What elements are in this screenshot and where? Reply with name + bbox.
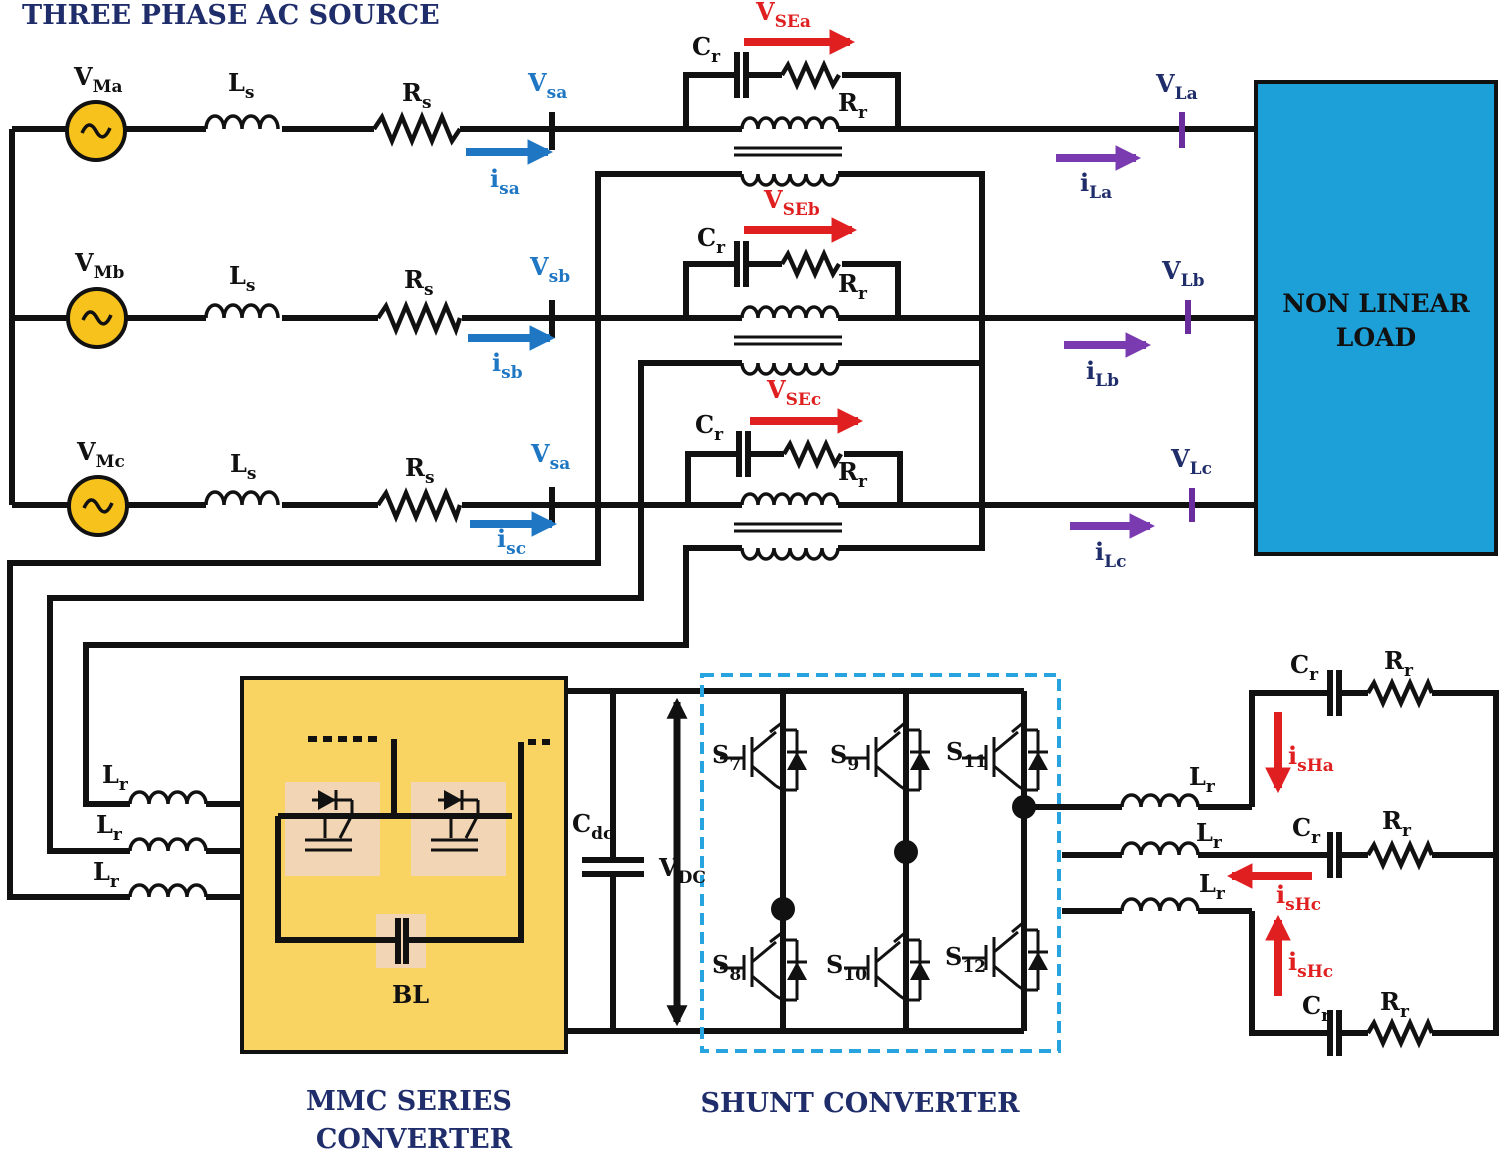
label-lr-mmc-3: Lr [93, 857, 120, 892]
label-s8: S8 [712, 950, 741, 985]
label-isc: isc [497, 524, 526, 559]
submodule-1 [285, 782, 380, 876]
label-rr-filter-mid: Rr [1382, 806, 1412, 841]
mmc-caption-line1: MMC SERIES [306, 1086, 512, 1117]
label-vsb: Vsb [529, 252, 570, 287]
label-ilb: iLb [1086, 356, 1119, 391]
label-rr-filter-top: Rr [1384, 646, 1414, 681]
label-cr-a: Cr [692, 32, 721, 67]
ac-source-a [65, 100, 127, 162]
dc-link [566, 688, 1024, 1034]
load-label-line2: LOAD [1336, 323, 1416, 352]
mmc-input-inductors [120, 790, 242, 900]
label-cr-filter-top: Cr [1290, 650, 1319, 685]
label-vmc: VMc [76, 437, 125, 472]
label-vdc: VDC [658, 853, 706, 888]
mmc-series-converter-block: BL [240, 676, 568, 1054]
label-s11: S11 [946, 737, 987, 772]
label-isb: isb [492, 348, 523, 383]
mmc-igbt-1 [305, 790, 354, 852]
shunt-bridge-legs [771, 691, 1036, 1031]
series-branch-c [685, 431, 903, 505]
label-cr-c: Cr [695, 410, 724, 445]
nonlinear-load-block: NON LINEAR LOAD [1254, 80, 1498, 556]
label-rr-c: Rr [838, 457, 868, 492]
label-vla: VLa [1155, 69, 1198, 104]
label-ila: iLa [1080, 168, 1112, 203]
switch-s10 [844, 930, 930, 1002]
series-transformer-c [734, 492, 842, 561]
source-wiring [9, 126, 1256, 508]
label-lr-mmc-1: Lr [102, 760, 129, 795]
series-transformer-b [734, 305, 842, 376]
inductor-ls-b [204, 303, 280, 319]
label-vsc: Vsa [530, 439, 570, 474]
label-rr-a: Rr [838, 88, 868, 123]
label-rs-c: Rs [405, 453, 435, 488]
resistor-rs-b [376, 300, 463, 337]
resistor-rs-c [376, 487, 463, 524]
label-rs-b: Rs [404, 265, 434, 300]
label-ishc-2: isHc [1288, 947, 1333, 982]
label-ls-c: Ls [230, 449, 256, 484]
secondary-wiring [7, 171, 985, 900]
mmc-caption-line2: CONVERTER [316, 1124, 513, 1153]
ac-source-b [66, 287, 128, 349]
shunt-converter-border [700, 673, 1061, 1053]
label-s9: S9 [830, 740, 859, 775]
series-branch-b [683, 241, 901, 318]
label-vmb: VMb [74, 248, 124, 283]
label-ls-b: Ls [229, 261, 255, 296]
label-lr-shunt-1: Lr [1189, 762, 1216, 797]
bl-label: BL [392, 980, 429, 1009]
label-rr-filter-bot: Rr [1380, 987, 1410, 1022]
series-transformer-a [734, 116, 842, 187]
load-label-line1: NON LINEAR [1282, 289, 1470, 318]
label-ishc-1: isHc [1276, 880, 1321, 915]
label-s7: S7 [712, 740, 741, 775]
label-s10: S10 [826, 950, 867, 985]
label-vsa: Vsa [527, 68, 567, 103]
shunt-caption: SHUNT CONVERTER [700, 1088, 1020, 1119]
label-vseb: VSEb [763, 185, 820, 220]
label-vma: VMa [73, 62, 122, 97]
label-vsea: VSEa [755, 0, 811, 32]
label-lr-mmc-2: Lr [96, 810, 123, 845]
inductor-ls-c [204, 490, 280, 506]
label-isha: isHa [1288, 741, 1334, 776]
label-vlb: VLb [1161, 256, 1205, 291]
switch-s12 [962, 920, 1048, 992]
label-cr-filter-mid: Cr [1292, 813, 1321, 848]
inductor-ls-a [204, 114, 280, 130]
label-vlc: VLc [1170, 444, 1212, 479]
switch-s9 [844, 720, 930, 792]
harmonic-filter [1249, 670, 1499, 1056]
label-cdc: Cdc [572, 809, 613, 844]
label-ls-a: Ls [228, 68, 254, 103]
label-lr-shunt-3: Lr [1199, 869, 1226, 904]
label-rr-b: Rr [838, 269, 868, 304]
label-s12: S12 [945, 942, 986, 977]
label-vsec: VSEc [766, 375, 821, 410]
shunt-output-wiring [1024, 793, 1330, 914]
label-ilc: iLc [1095, 537, 1126, 572]
resistor-rs-a [372, 111, 462, 147]
mmc-igbt-2 [431, 790, 480, 852]
label-cr-b: Cr [697, 223, 726, 258]
switch-s11 [962, 720, 1048, 792]
switch-s7 [720, 720, 807, 792]
ac-source-c [67, 475, 129, 537]
series-branch-a [683, 52, 901, 129]
diagram-title: THREE PHASE AC SOURCE [22, 0, 440, 31]
label-lr-shunt-2: Lr [1196, 818, 1223, 853]
label-cr-filter-bot: Cr [1302, 991, 1331, 1026]
submodule-2 [411, 782, 506, 876]
label-rs-a: Rs [402, 78, 432, 113]
switch-s8 [720, 930, 807, 1002]
label-isa: isa [490, 164, 520, 199]
